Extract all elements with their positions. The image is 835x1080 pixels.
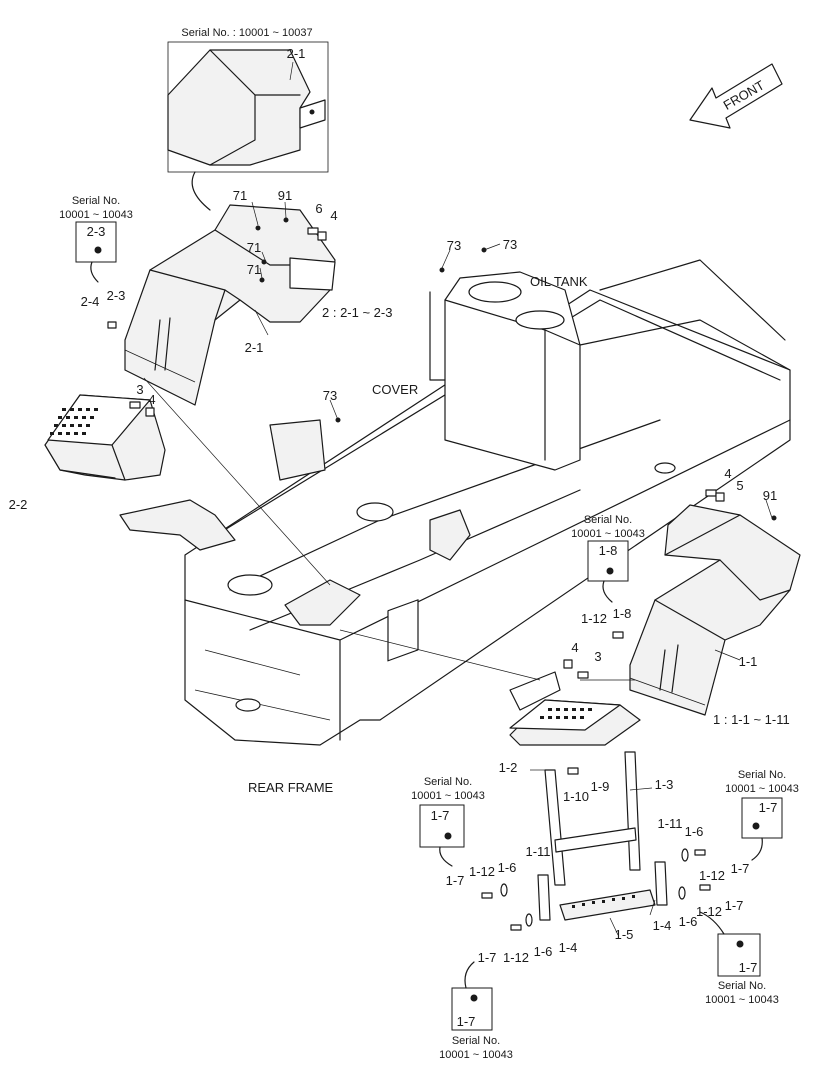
callout-1-5: 1-5 — [615, 927, 634, 942]
serial-box-line2: 10001 ~ 10043 — [705, 994, 779, 1006]
serial-box-2-3: Serial No. 10001 ~ 10043 2-3 — [59, 195, 133, 283]
serial-box-1-7-right-top: Serial No. 10001 ~ 10043 1-7 — [725, 769, 799, 861]
callout-1-3: 1-3 — [655, 777, 674, 792]
step-1-2-grid — [540, 708, 592, 719]
inset-serial: Serial No. : 10001 ~ 10037 — [181, 27, 312, 39]
step-2-2 — [44, 394, 166, 481]
callout-4: 4 — [330, 208, 337, 223]
callout-3: 3 — [594, 649, 601, 664]
callout-1-2: 1-2 — [499, 760, 518, 775]
oil-tank — [429, 259, 791, 471]
callout-71: 71 — [233, 188, 247, 203]
step-2-2-grid — [50, 408, 98, 435]
callout-91: 91 — [763, 488, 777, 503]
group2-label: 2 : 2-1 ~ 2-3 — [322, 305, 392, 320]
callout-1-7: 1-7 — [725, 898, 744, 913]
cover-2-1 — [124, 204, 336, 406]
callout-1-11: 1-11 — [657, 816, 682, 831]
callout-4: 4 — [148, 392, 155, 407]
serial-box-line2: 10001 ~ 10043 — [411, 790, 485, 802]
callout-4: 4 — [571, 640, 578, 655]
cover-1-1 — [629, 504, 801, 716]
serial-box-line1: Serial No. — [424, 776, 472, 788]
serial-box-line1: Serial No. — [584, 514, 632, 526]
callout-91: 91 — [278, 188, 292, 203]
serial-box-part: 1-7 — [759, 800, 778, 815]
callouts: 71 91 71 71 6 4 73 73 73 2-4 2-3 2-1 2-2… — [9, 188, 778, 965]
callout-1-9: 1-9 — [591, 779, 610, 794]
callout-6: 6 — [315, 201, 322, 216]
callout-1-12: 1-12 — [696, 904, 722, 919]
serial-box-line1: Serial No. — [718, 980, 766, 992]
callout-3: 3 — [136, 382, 143, 397]
serial-box-part: 1-7 — [431, 808, 450, 823]
callout-1-4: 1-4 — [559, 940, 578, 955]
serial-box-line2: 10001 ~ 10043 — [571, 528, 645, 540]
callout-1-11: 1-11 — [525, 844, 550, 859]
serial-box-line2: 10001 ~ 10043 — [59, 209, 133, 221]
callout-1-12: 1-12 — [469, 864, 495, 879]
callout-73: 73 — [323, 388, 337, 403]
serial-box-1-7-left: Serial No. 10001 ~ 10043 1-7 — [411, 776, 485, 867]
main-labels: OIL TANK COVER REAR FRAME 2 : 2-1 ~ 2-3 … — [248, 274, 790, 795]
callout-71: 71 — [247, 262, 261, 277]
callout-1-12: 1-12 — [699, 868, 725, 883]
callout-1-6: 1-6 — [534, 944, 553, 959]
serial-box-line1: Serial No. — [72, 195, 120, 207]
callout-1-6: 1-6 — [685, 824, 704, 839]
callout-1-1: 1-1 — [739, 654, 758, 669]
callout-1-10: 1-10 — [563, 789, 589, 804]
callout-1-8: 1-8 — [613, 606, 632, 621]
serial-box-line1: Serial No. — [738, 769, 786, 781]
serial-box-part: 1-8 — [599, 543, 618, 558]
oil-tank-label: OIL TANK — [530, 274, 588, 289]
serial-box-1-7-bottom: 1-7 Serial No. 10001 ~ 10043 — [439, 961, 513, 1061]
callout-1-7: 1-7 — [446, 873, 465, 888]
cover-label: COVER — [372, 382, 418, 397]
callout-1-4: 1-4 — [653, 918, 672, 933]
callout-1-6: 1-6 — [679, 914, 698, 929]
callout-2-4: 2-4 — [81, 294, 100, 309]
serial-box-1-7-right-bottom: 1-7 Serial No. 10001 ~ 10043 — [699, 911, 779, 1006]
callout-1-12: 1-12 — [581, 611, 607, 626]
step-1-2 — [509, 671, 641, 746]
inset-box: Serial No. : 10001 ~ 10037 2-1 — [167, 27, 329, 211]
callout-71: 71 — [247, 240, 261, 255]
inset-part: 2-1 — [287, 46, 306, 61]
callout-1-7: 1-7 — [731, 861, 750, 876]
serial-box-part: 1-7 — [457, 1014, 476, 1029]
callout-4: 4 — [724, 466, 731, 481]
serial-box-part: 2-3 — [87, 224, 106, 239]
serial-box-1-8: Serial No. 10001 ~ 10043 1-8 — [571, 514, 645, 603]
hardware — [107, 217, 777, 931]
rear-frame-label: REAR FRAME — [248, 780, 334, 795]
callout-5: 5 — [736, 478, 743, 493]
callout-1-12: 1-12 — [503, 950, 529, 965]
serial-box-line1: Serial No. — [452, 1035, 500, 1047]
leader-lines — [143, 201, 773, 936]
ladder-assembly — [537, 751, 668, 921]
callout-73: 73 — [447, 238, 461, 253]
callout-1-6: 1-6 — [498, 860, 517, 875]
rear-frame — [119, 289, 791, 746]
serial-box-part: 1-7 — [739, 960, 758, 975]
front-arrow: FRONT — [689, 63, 783, 129]
callout-2-2: 2-2 — [9, 497, 28, 512]
serial-box-line2: 10001 ~ 10043 — [725, 783, 799, 795]
serial-box-line2: 10001 ~ 10043 — [439, 1049, 513, 1061]
callout-73: 73 — [503, 237, 517, 252]
callout-2-1: 2-1 — [245, 340, 264, 355]
callout-2-3: 2-3 — [107, 288, 126, 303]
callout-1-7: 1-7 — [478, 950, 497, 965]
group1-label: 1 : 1-1 ~ 1-11 — [713, 712, 790, 727]
